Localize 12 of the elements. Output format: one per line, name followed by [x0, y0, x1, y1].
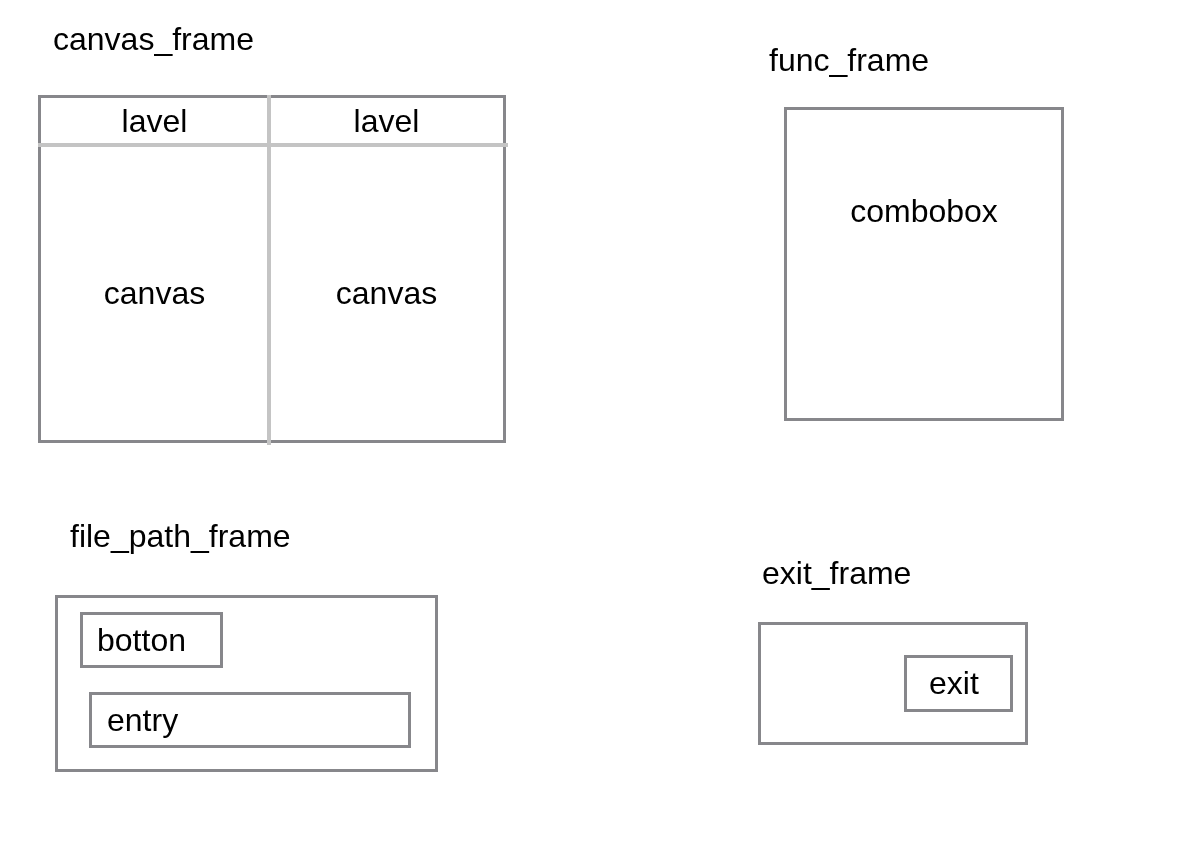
exit-button: exit — [904, 655, 1013, 712]
frame-title: file_path_frame — [70, 520, 291, 552]
frame-title: canvas_frame — [53, 23, 254, 55]
frame-title: exit_frame — [762, 557, 912, 589]
canvas-label: canvas — [103, 275, 206, 312]
header-label: lavel — [121, 103, 188, 140]
widget-label: combobox — [849, 195, 999, 227]
button: botton — [80, 612, 223, 668]
canvas-label: canvas — [335, 275, 438, 312]
entry-field: entry — [89, 692, 411, 748]
frame-title: func_frame — [769, 44, 930, 76]
header-label: lavel — [353, 103, 420, 140]
